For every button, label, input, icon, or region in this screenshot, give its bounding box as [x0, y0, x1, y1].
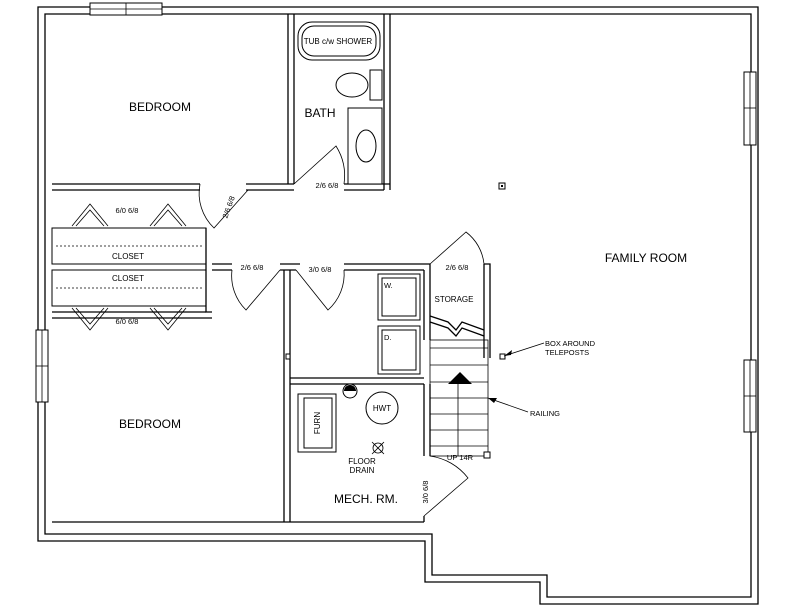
label-furnace: FURN — [313, 412, 322, 434]
mech-fixtures — [297, 383, 399, 455]
label-washer: W. — [384, 281, 393, 290]
laundry-fixtures — [285, 273, 421, 375]
label-floor-drain-1: FLOOR — [348, 457, 376, 466]
label-family-room: FAMILY ROOM — [605, 251, 687, 265]
label-door-laundry: 3/0 6/8 — [309, 265, 332, 274]
label-closet-bottom: CLOSET — [112, 274, 144, 283]
leader-lines — [487, 342, 545, 413]
doors — [71, 145, 485, 517]
windows — [35, 2, 757, 433]
interior-walls — [51, 14, 491, 523]
label-closet-door-bottom: 6/0 6/8 — [116, 317, 139, 326]
label-railing: RAILING — [530, 409, 560, 418]
exterior-walls — [37, 6, 759, 605]
label-door-bath: 2/6 6/8 — [316, 181, 339, 190]
label-bath: BATH — [304, 106, 335, 120]
label-hwt: HWT — [373, 404, 391, 413]
label-tub: TUB c/w SHOWER — [304, 37, 373, 46]
label-dryer: D. — [384, 333, 392, 342]
label-bedroom-bottom: BEDROOM — [119, 417, 181, 431]
label-stairs: UP 14R — [447, 453, 474, 462]
stairs — [429, 182, 506, 459]
label-storage: STORAGE — [435, 295, 474, 304]
label-bedroom-top: BEDROOM — [129, 100, 191, 114]
label-mech-room: MECH. RM. — [334, 492, 398, 506]
label-box-around-1: BOX AROUND — [545, 339, 596, 348]
label-closet-door-top: 6/0 6/8 — [116, 206, 139, 215]
bath-fixtures — [297, 21, 383, 185]
label-door-bedroom-bottom: 2/6 6/8 — [241, 263, 264, 272]
label-door-bedroom-top: 2/6 6/8 — [220, 195, 236, 220]
label-closet-top: CLOSET — [112, 252, 144, 261]
label-door-mech: 3/0 6/8 — [421, 481, 430, 504]
label-floor-drain-2: DRAIN — [350, 466, 375, 475]
label-door-storage: 2/6 6/8 — [446, 263, 469, 272]
label-box-around-2: TELEPOSTS — [545, 348, 589, 357]
